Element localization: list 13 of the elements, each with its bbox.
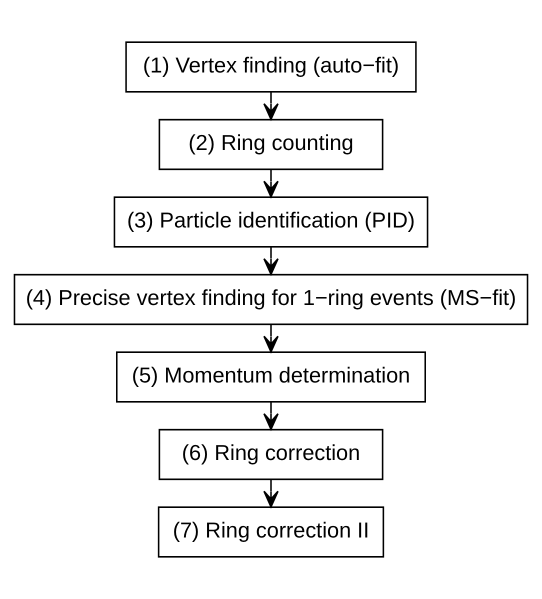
node-box: (5) Momentum determination	[116, 351, 426, 403]
arrow	[263, 170, 279, 198]
arrow	[263, 92, 279, 120]
node-box: (7) Ring correction II	[158, 506, 384, 558]
node-box: (1) Vertex finding (auto−fit)	[125, 41, 417, 93]
node-box: (6) Ring correction	[158, 428, 384, 480]
arrow	[263, 324, 279, 353]
arrow	[263, 247, 279, 276]
node-box: (2) Ring counting	[158, 118, 384, 170]
arrow	[263, 402, 279, 430]
node-box: (4) Precise vertex finding for 1−ring events (MS−fit)	[14, 274, 528, 326]
arrow	[263, 480, 279, 508]
node-box: (3) Particle identification (PID)	[114, 196, 428, 248]
